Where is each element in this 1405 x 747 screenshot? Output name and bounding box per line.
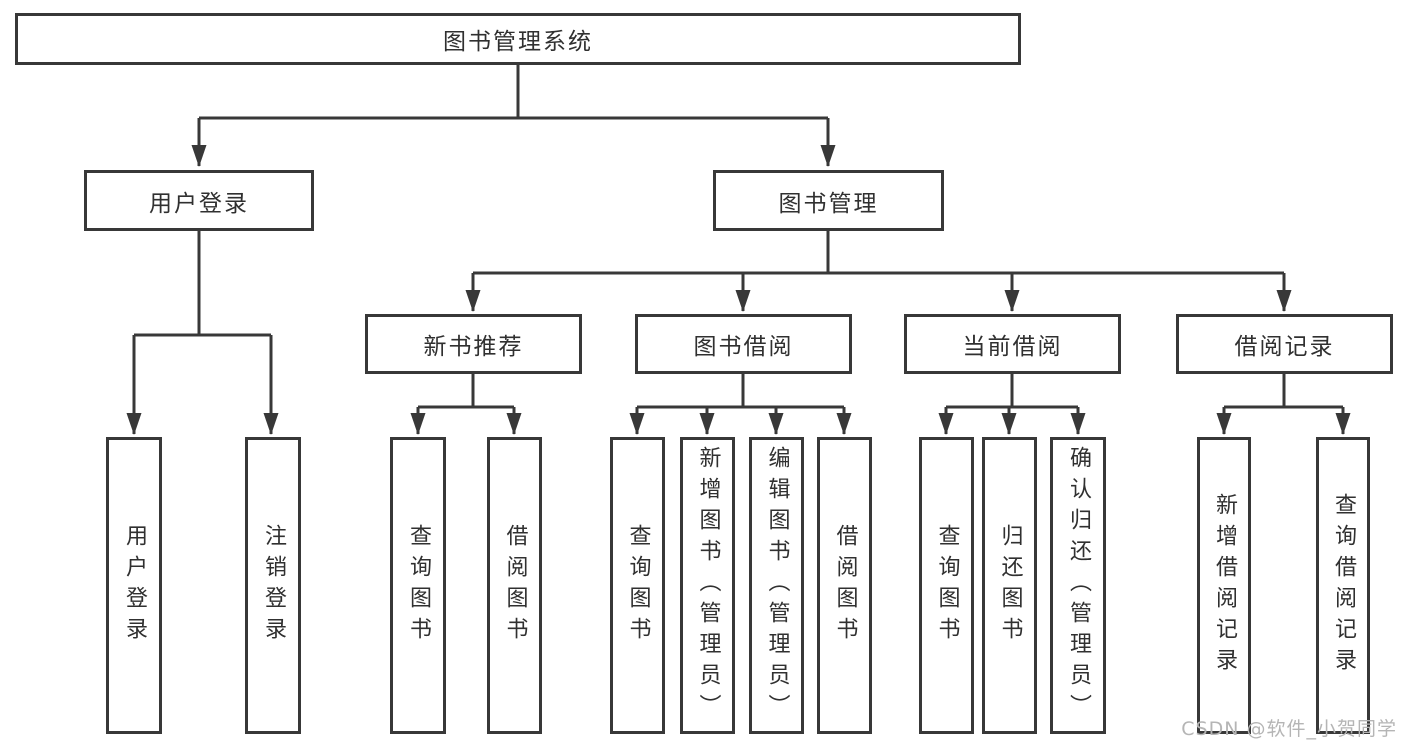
connector-borrow-record-children (1216, 374, 1351, 435)
connector-root-to-level2 (191, 65, 836, 167)
node-new-book-recommend: 新书推荐 (365, 314, 582, 374)
node-user-login-leaf: 用户登录 (106, 437, 162, 734)
node-borrow-books-leaf: 借阅图书 (817, 437, 872, 734)
node-book-borrow: 图书借阅 (635, 314, 852, 374)
node-query-borrow-record: 查询借阅记录 (1316, 437, 1370, 734)
csdn-watermark: CSDN @软件_小贺同学 (1181, 718, 1397, 740)
node-add-book-admin: 新增图书（管理员） (680, 437, 735, 734)
node-return-book: 归还图书 (982, 437, 1037, 734)
connector-book-management-children (465, 231, 1292, 312)
node-edit-book-admin: 编辑图书（管理员） (749, 437, 804, 734)
node-logout-leaf: 注销登录 (245, 437, 301, 734)
node-borrow-records: 借阅记录 (1176, 314, 1393, 374)
connector-new-book-children (410, 374, 522, 435)
node-query-books-recommend: 查询图书 (390, 437, 446, 734)
node-query-books-current: 查询图书 (919, 437, 974, 734)
node-current-borrow: 当前借阅 (904, 314, 1121, 374)
connector-user-login-children (126, 231, 279, 435)
connector-book-borrow-children (629, 374, 852, 435)
node-borrow-books-recommend: 借阅图书 (487, 437, 542, 734)
connector-current-borrow-children (938, 374, 1086, 435)
node-query-books-borrow: 查询图书 (610, 437, 665, 734)
node-user-login: 用户登录 (84, 170, 314, 231)
node-add-borrow-record: 新增借阅记录 (1197, 437, 1251, 734)
node-book-management: 图书管理 (713, 170, 944, 231)
node-library-system-root: 图书管理系统 (15, 13, 1021, 65)
node-confirm-return-admin: 确认归还（管理员） (1050, 437, 1106, 734)
